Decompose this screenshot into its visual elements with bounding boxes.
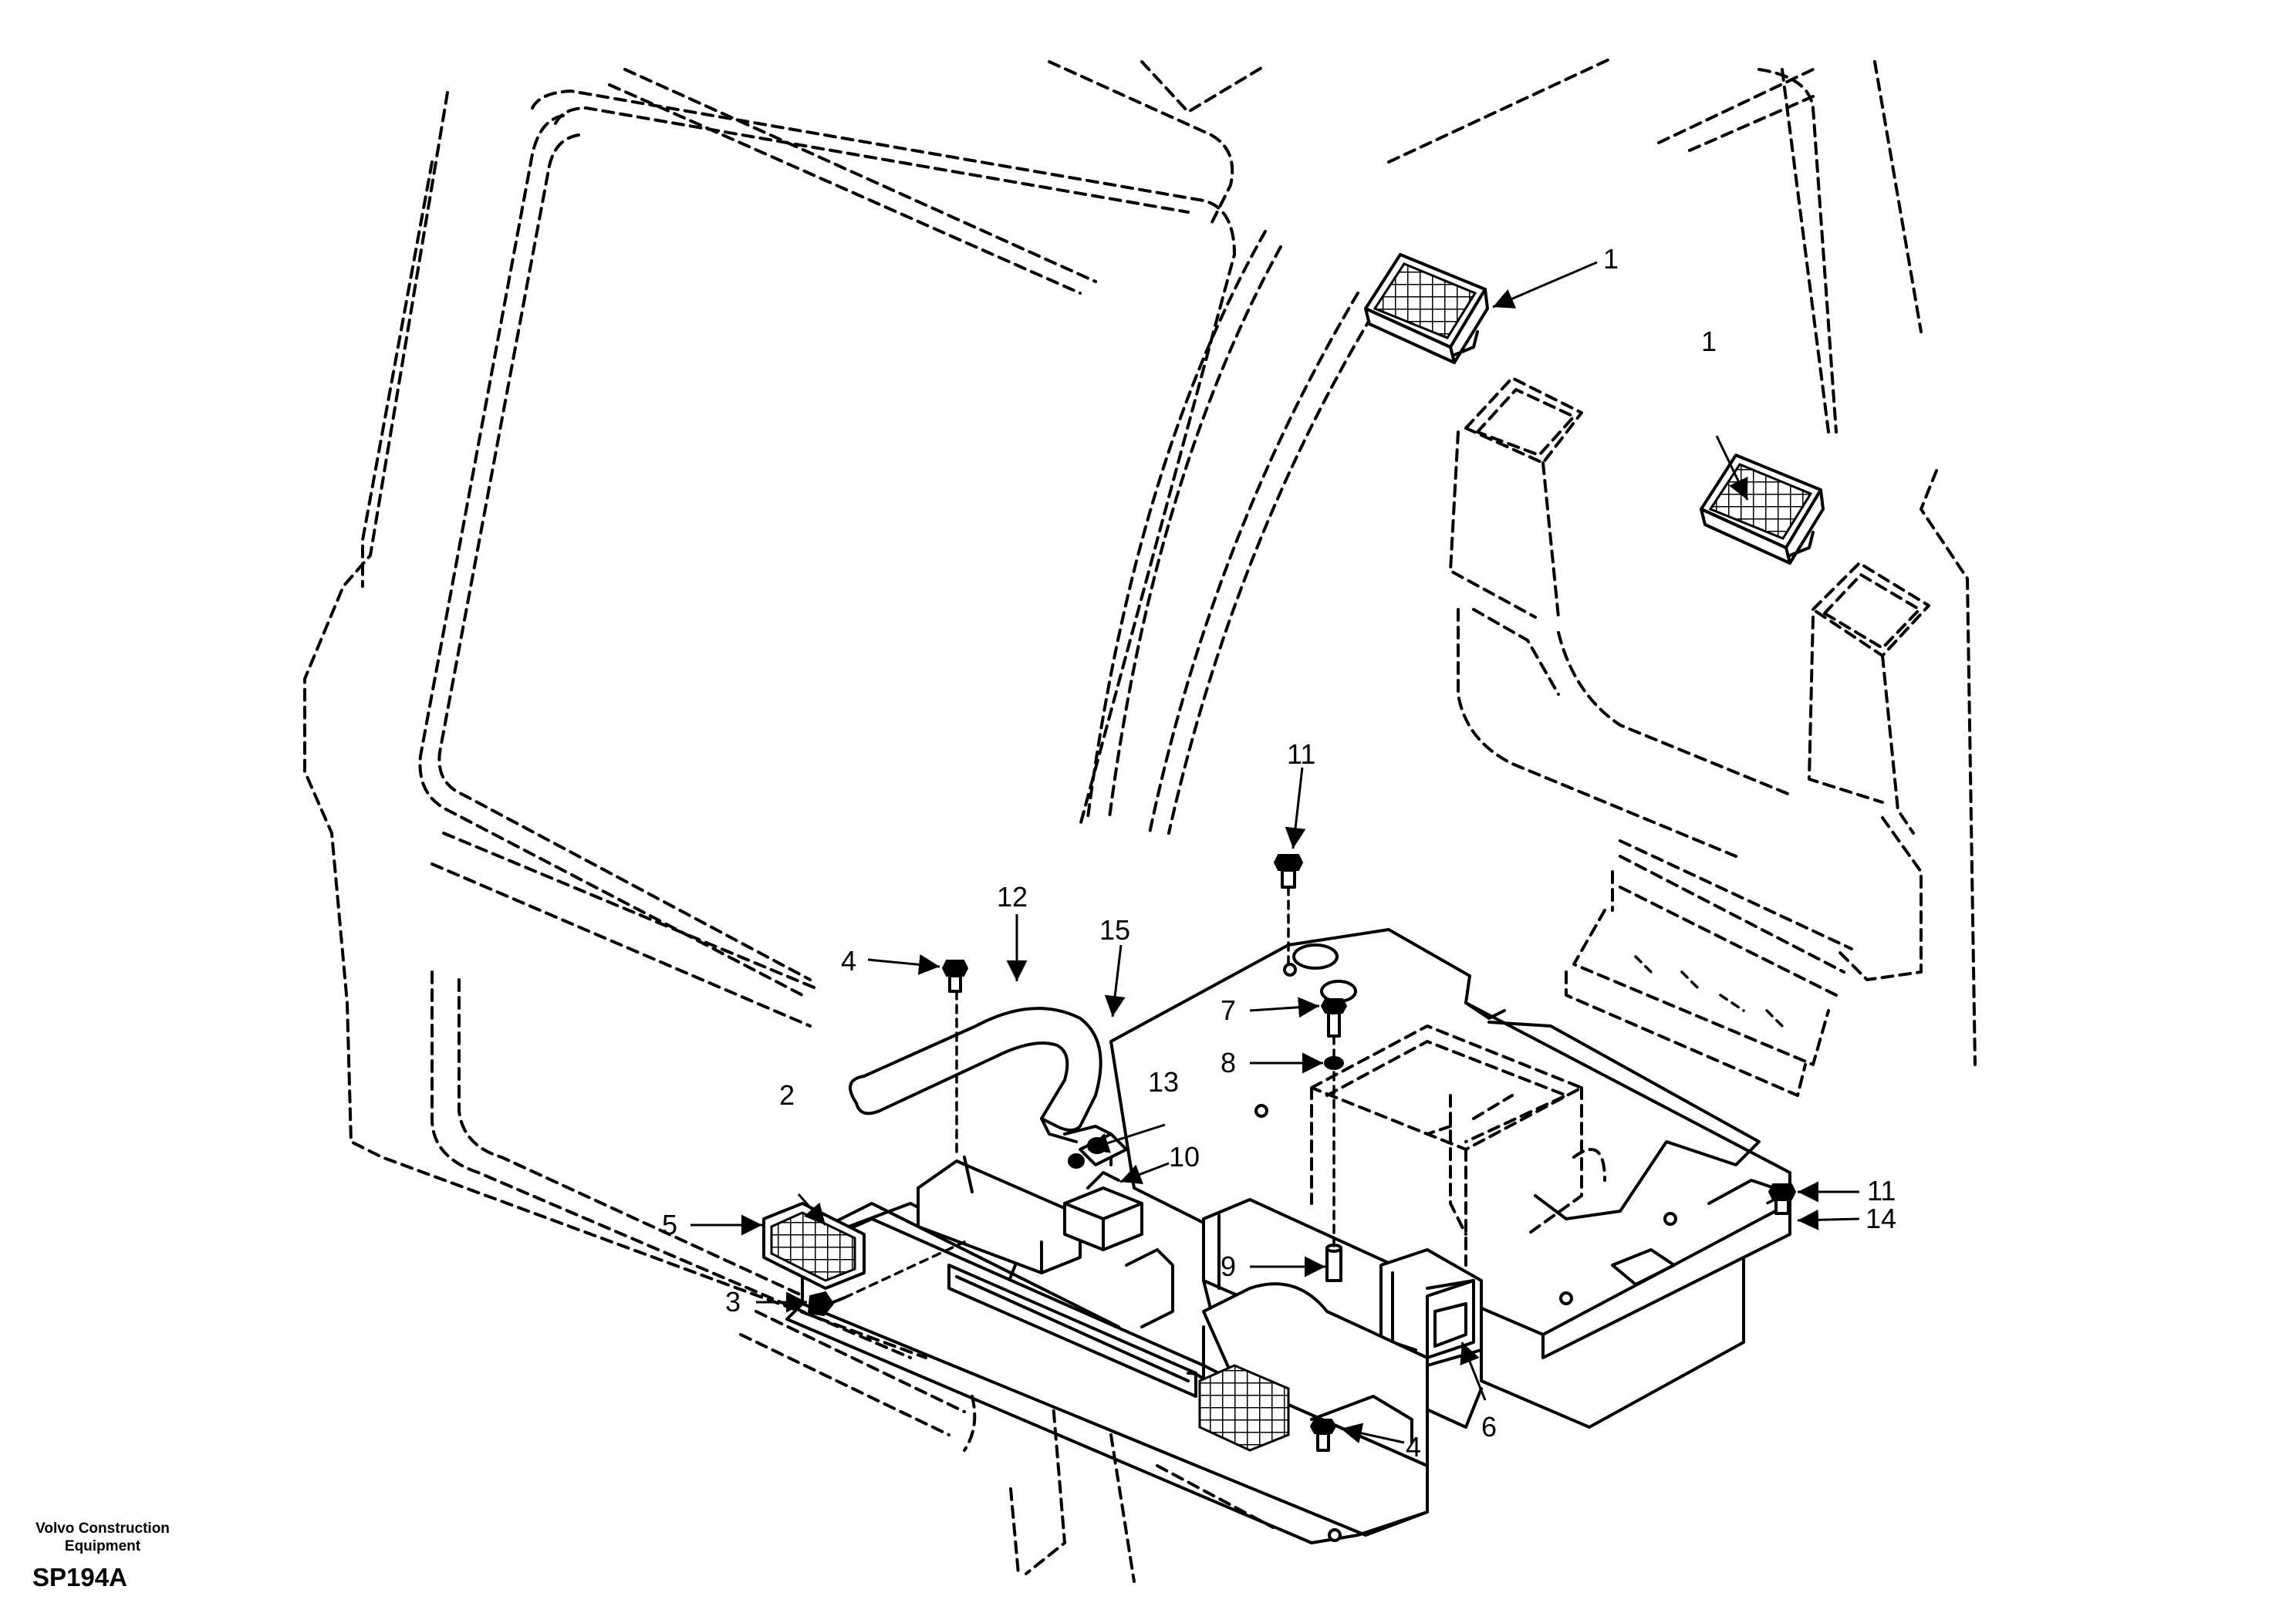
controller-unit xyxy=(1202,1198,1483,1429)
callout-7: 7 xyxy=(1221,994,1236,1026)
manufacturer-line-2: Equipment xyxy=(64,1538,141,1554)
callout-9: 9 xyxy=(1221,1250,1236,1282)
manufacturer-line-1: Volvo Construction xyxy=(35,1520,170,1537)
callout-1-lower: 1 xyxy=(1701,326,1717,357)
callout-11-right: 11 xyxy=(1867,1175,1896,1207)
manufacturer-label: Volvo Construction Equipment xyxy=(14,1520,191,1555)
defroster-vent-lower xyxy=(1700,454,1825,565)
callout-15: 15 xyxy=(1099,914,1130,946)
callout-13: 13 xyxy=(1148,1066,1179,1098)
callout-2: 2 xyxy=(779,1079,795,1111)
callout-3: 3 xyxy=(725,1286,741,1318)
assembly-centerlines xyxy=(843,886,1776,1299)
callout-12: 12 xyxy=(997,881,1028,913)
sheet-code: SP194A xyxy=(32,1563,127,1591)
fasteners xyxy=(807,854,1797,1452)
ac-unit-housing xyxy=(762,1156,1429,1544)
callout-8: 8 xyxy=(1221,1047,1236,1078)
callout-6: 6 xyxy=(1481,1411,1497,1443)
callout-14: 14 xyxy=(1866,1203,1896,1234)
callout-4-lower: 4 xyxy=(1406,1431,1421,1463)
drain-hose xyxy=(849,1007,1102,1143)
callout-5: 5 xyxy=(662,1209,677,1240)
control-box xyxy=(1310,1024,1606,1267)
callout-10: 10 xyxy=(1169,1141,1200,1173)
manufacturer-name: Volvo Construction Equipment xyxy=(14,1520,191,1555)
callouts: 1 1 2 3 4 4 5 6 7 8 9 10 11 11 12 13 14 … xyxy=(662,243,1896,1463)
defroster-vent-upper xyxy=(1364,253,1489,364)
callout-1-upper: 1 xyxy=(1603,243,1619,275)
air-duct-assembly xyxy=(1449,376,1930,1097)
callout-11-top: 11 xyxy=(1287,738,1315,770)
callout-4-upper: 4 xyxy=(841,945,856,977)
leader-lines xyxy=(690,261,1860,1444)
